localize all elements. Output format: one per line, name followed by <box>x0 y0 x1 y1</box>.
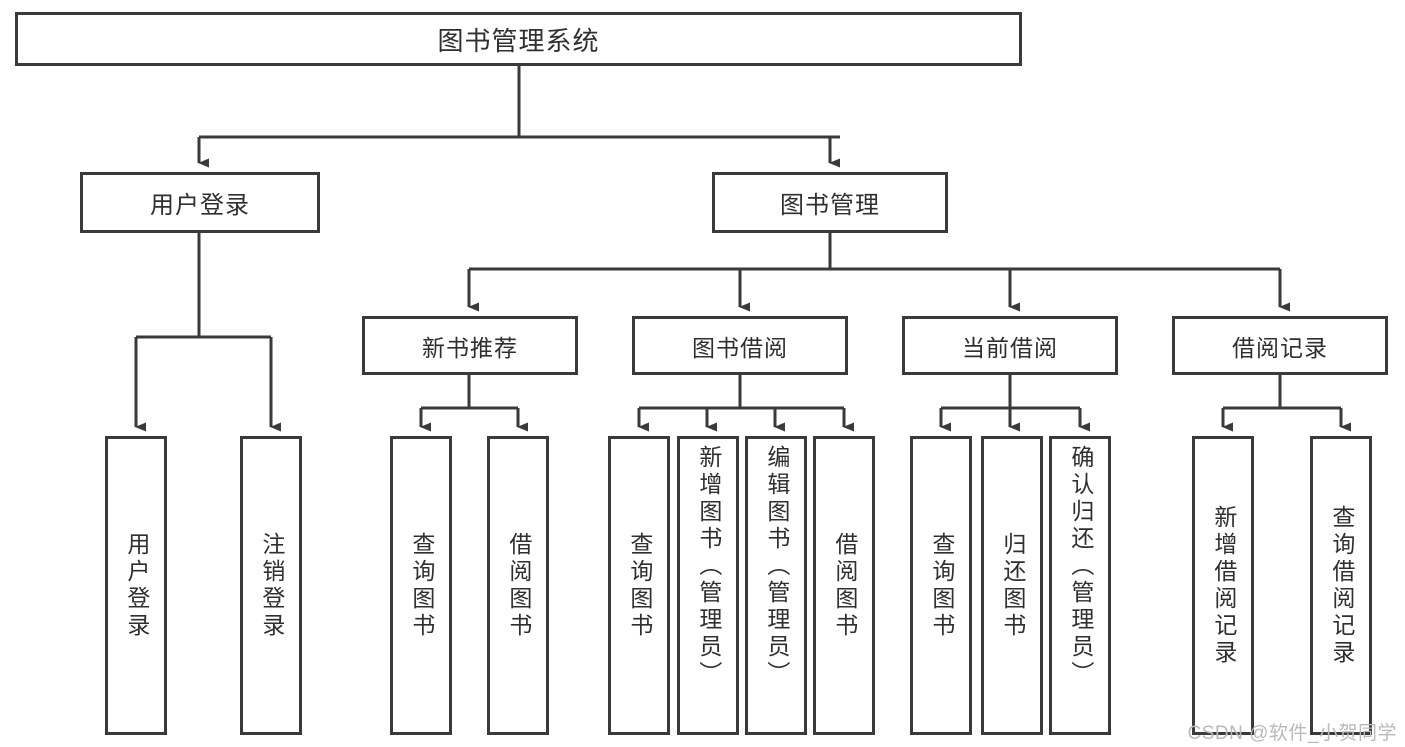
leaf-record-add-record[interactable]: 新增借阅记录 <box>1192 436 1254 735</box>
leaf-label: 查询借阅记录 <box>1328 504 1355 667</box>
node-book-management[interactable]: 图书管理 <box>712 172 948 233</box>
node-borrow-record[interactable]: 借阅记录 <box>1172 316 1388 375</box>
leaf-label: 注销登录 <box>258 531 285 640</box>
node-book-borrow[interactable]: 图书借阅 <box>632 316 848 375</box>
leaf-label: 借阅图书 <box>831 531 858 640</box>
leaf-label: 归还图书 <box>999 531 1026 640</box>
node-user-login[interactable]: 用户登录 <box>80 172 320 233</box>
leaf-label: 编辑图书（管理员） <box>763 445 790 688</box>
leaf-recommend-query-book[interactable]: 查询图书 <box>390 436 452 735</box>
leaf-label: 新增图书（管理员） <box>695 445 722 688</box>
leaf-user-login-signout[interactable]: 注销登录 <box>240 436 302 735</box>
leaf-label: 借阅图书 <box>505 531 532 640</box>
leaf-current-confirm-return-admin[interactable]: 确认归还（管理员） <box>1049 436 1111 735</box>
leaf-recommend-borrow-book[interactable]: 借阅图书 <box>487 436 549 735</box>
leaf-label: 确认归还（管理员） <box>1067 445 1094 688</box>
leaf-label: 查询图书 <box>928 531 955 640</box>
leaf-borrow-borrow-book[interactable]: 借阅图书 <box>813 436 875 735</box>
leaf-current-query-book[interactable]: 查询图书 <box>910 436 972 735</box>
node-root-system[interactable]: 图书管理系统 <box>15 12 1022 66</box>
node-new-book-recommend[interactable]: 新书推荐 <box>362 316 578 375</box>
leaf-borrow-add-book-admin[interactable]: 新增图书（管理员） <box>677 436 739 735</box>
leaf-borrow-edit-book-admin[interactable]: 编辑图书（管理员） <box>745 436 807 735</box>
node-current-borrow[interactable]: 当前借阅 <box>902 316 1118 375</box>
leaf-label: 用户登录 <box>123 531 150 640</box>
leaf-label: 查询图书 <box>408 531 435 640</box>
leaf-record-query-record[interactable]: 查询借阅记录 <box>1310 436 1372 735</box>
leaf-label: 查询图书 <box>626 531 653 640</box>
leaf-borrow-query-book[interactable]: 查询图书 <box>608 436 670 735</box>
leaf-label: 新增借阅记录 <box>1210 504 1237 667</box>
leaf-current-return-book[interactable]: 归还图书 <box>981 436 1043 735</box>
leaf-user-login-signin[interactable]: 用户登录 <box>105 436 167 735</box>
